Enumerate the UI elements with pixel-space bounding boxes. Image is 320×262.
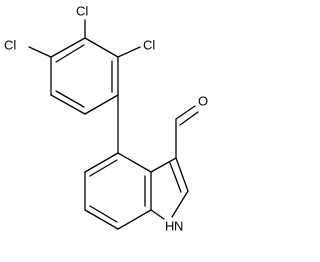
atom-cl-left: Cl: [4, 37, 16, 52]
bond-cl-left: [28, 46, 52, 58]
bond-cl-right: [117, 46, 141, 58]
indole-benzene-ring: [84, 152, 152, 230]
atom-nh-n: N: [174, 218, 183, 233]
aldehyde-group: [175, 105, 199, 159]
indole-pyrrole-ring: [150, 157, 189, 220]
trichlorophenyl-ring: [50, 37, 119, 115]
molecule-structure: Cl Cl Cl O H N: [4, 3, 208, 233]
atom-cl-right: Cl: [143, 37, 155, 52]
atom-oxygen: O: [198, 93, 208, 108]
atom-cl-top: Cl: [76, 3, 88, 18]
atom-nh-h: H: [165, 218, 174, 233]
